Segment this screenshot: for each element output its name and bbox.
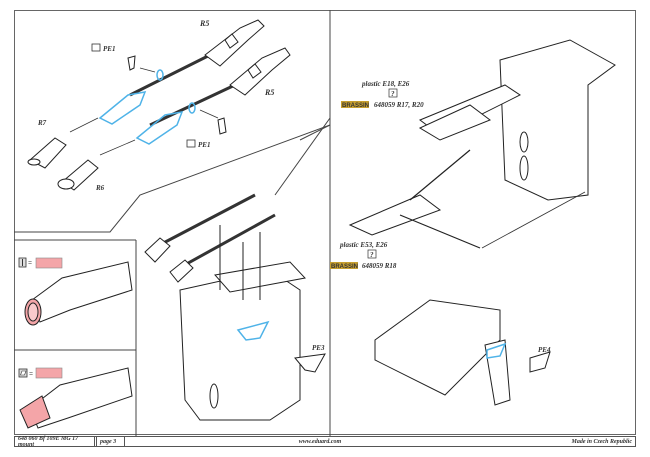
label-r7: R7 xyxy=(37,119,47,127)
equals-sign: = xyxy=(29,370,33,378)
brassin-badge xyxy=(341,101,369,108)
brassin-badge-text: BRASSIN xyxy=(342,103,369,109)
color-swatch xyxy=(35,367,63,379)
gun-assembly-exploded xyxy=(27,19,291,191)
label-r5-bottom: R5 xyxy=(264,88,274,97)
pe1-bottom-callout: PE1 xyxy=(186,139,210,149)
legend-solid: = xyxy=(18,367,63,379)
plastic-parts-label: plastic E53, E26 xyxy=(339,241,388,249)
pe1-top-callout: PE1 xyxy=(91,43,115,53)
barrel-hollow-detail xyxy=(24,261,133,326)
page-number: page 3 xyxy=(97,437,125,446)
equals-sign: = xyxy=(28,259,32,267)
label-r6: R6 xyxy=(95,184,105,192)
brassin-ref: 648059 R17, R20 xyxy=(374,101,424,109)
origin-label: Made in Czech Republic xyxy=(571,438,632,445)
frame-assembly-right xyxy=(348,39,616,249)
brassin-ref: 648059 R18 xyxy=(362,262,397,270)
panel-dividers xyxy=(14,10,331,436)
question-mark: ? xyxy=(391,90,395,98)
website-link[interactable]: www.eduard.com xyxy=(298,438,342,445)
frame-assembly-bottom-right xyxy=(374,299,551,406)
question-mark: ? xyxy=(370,251,374,259)
brassin-badge xyxy=(330,262,358,269)
brassin-badge-text: BRASSIN xyxy=(331,264,358,270)
instruction-frame xyxy=(14,10,636,435)
label-pe1-bottom: PE1 xyxy=(198,141,210,149)
barrel-solid-detail xyxy=(19,367,133,429)
label-pe3: PE3 xyxy=(312,344,325,352)
pe4-highlight xyxy=(486,342,507,359)
kit-title: 648 060 Bf 109E MG 17 mount xyxy=(15,436,97,448)
legend-hollow: = xyxy=(18,257,63,269)
checkbox-icon xyxy=(91,43,101,52)
mount-assembly-middle xyxy=(144,193,326,421)
label-r5-top: R5 xyxy=(199,19,209,28)
assembly-arrows xyxy=(69,67,219,156)
question-box-icon xyxy=(367,249,377,259)
page-footer: 648 060 Bf 109E MG 17 mount page 3 www.e… xyxy=(14,436,636,448)
checkbox-icon xyxy=(186,139,196,148)
callout-e18-e26: plastic E18, E26 ? BRASSIN 648059 R17, R… xyxy=(341,80,424,109)
photo-etch-highlight xyxy=(98,69,196,145)
plastic-parts-label: plastic E18, E26 xyxy=(361,80,410,88)
pe3-highlight xyxy=(236,320,270,341)
question-box-icon xyxy=(388,88,398,98)
label-pe4: PE4 xyxy=(538,346,551,354)
label-pe1-top: PE1 xyxy=(103,45,115,53)
color-swatch xyxy=(35,257,63,269)
callout-e53-e26: plastic E53, E26 ? BRASSIN 648059 R18 xyxy=(330,241,397,270)
